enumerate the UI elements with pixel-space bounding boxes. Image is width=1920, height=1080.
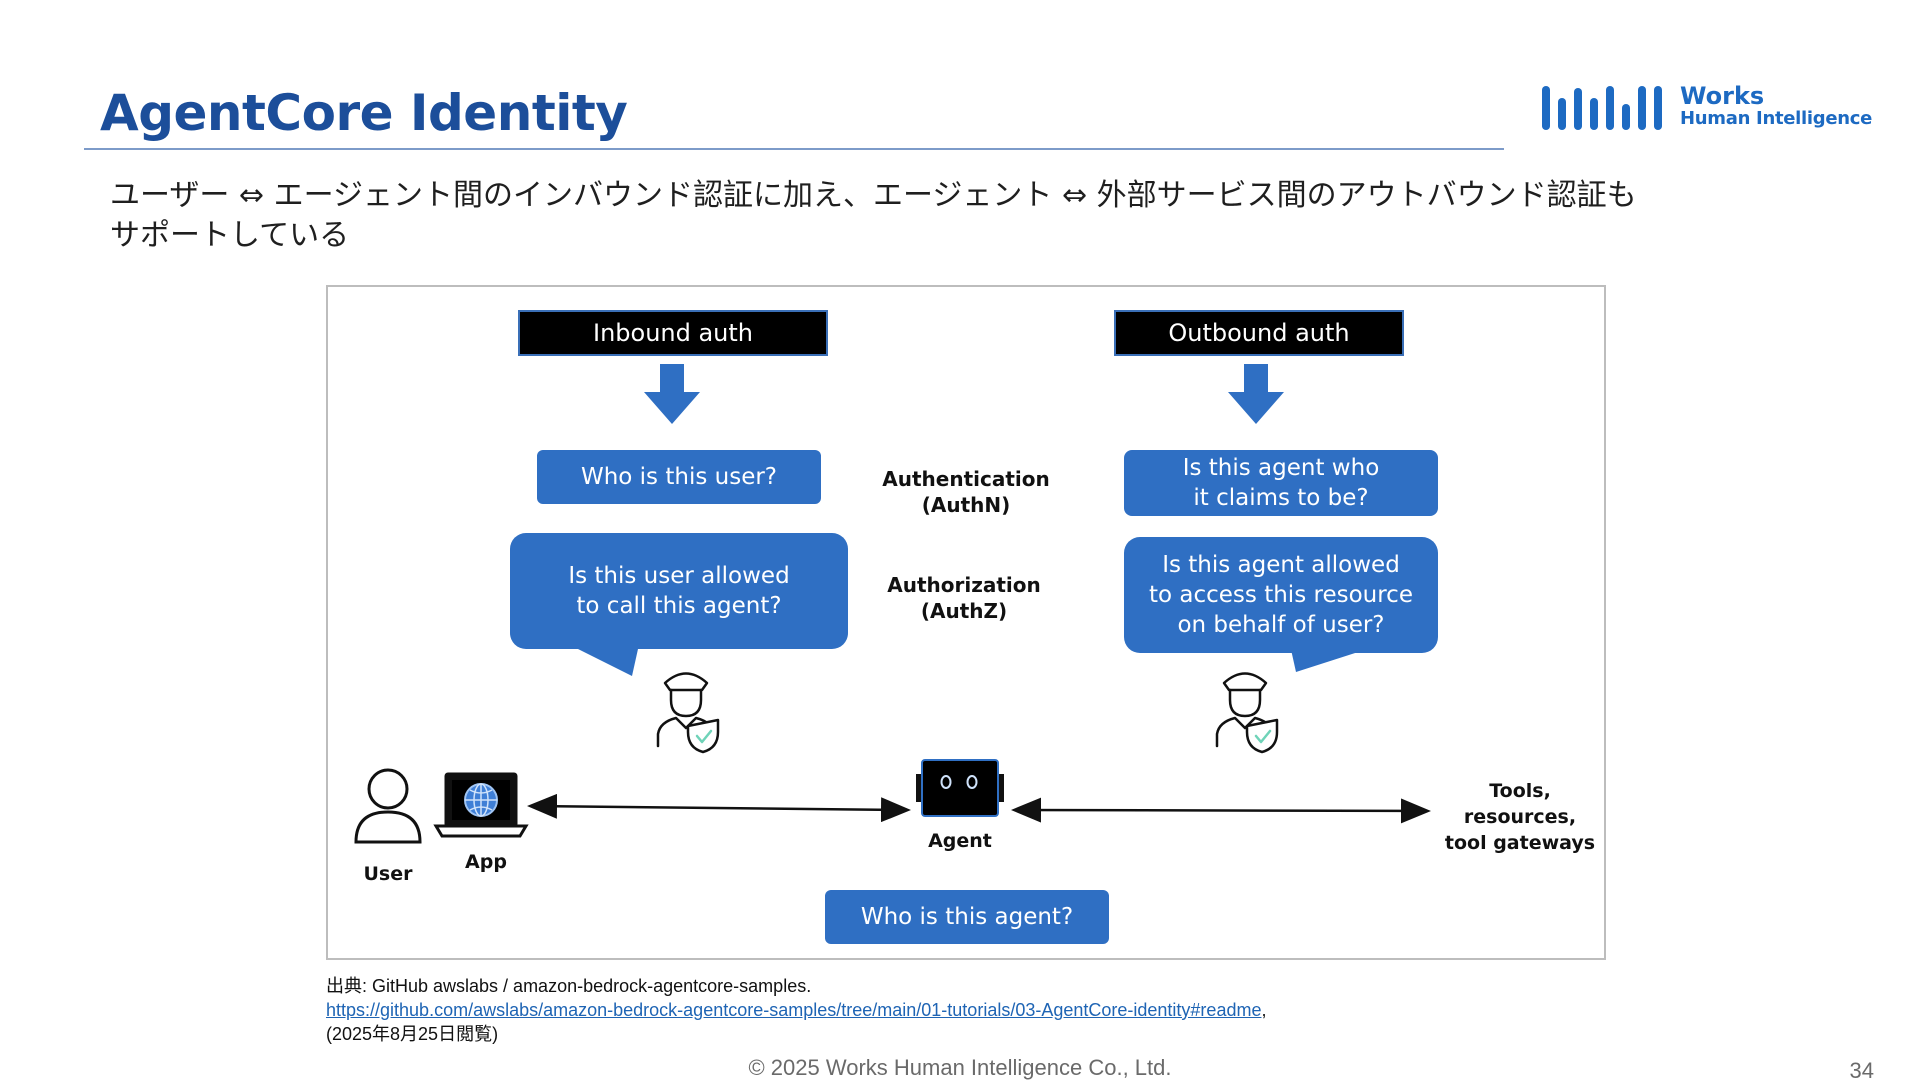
agent-claims-box: Is this agent who it claims to be?: [1124, 450, 1438, 516]
agent-allowed-box: Is this agent allowed to access this res…: [1124, 537, 1438, 653]
authn-line1: Authentication: [882, 467, 1050, 491]
source-line3: (2025年8月25日閲覧): [326, 1024, 499, 1044]
subtitle-line1: ユーザー ⇔ エージェント間のインバウンド認証に加え、エージェント ⇔ 外部サー…: [110, 178, 1637, 213]
user-label: User: [363, 863, 413, 885]
user-allowed-line2: to call this agent?: [576, 593, 782, 619]
page-number: 34: [1849, 1058, 1874, 1080]
slide-subtitle: ユーザー ⇔ エージェント間のインバウンド認証に加え、エージェント ⇔ 外部サー…: [110, 176, 1810, 256]
agent-claims-line1: Is this agent who: [1182, 455, 1380, 481]
who-is-user-text: Who is this user?: [580, 464, 778, 490]
user-allowed-line1: Is this user allowed: [568, 563, 790, 589]
authn-line2: (AuthN): [921, 493, 1011, 517]
title-divider: [84, 148, 1504, 150]
authn-label: Authentication (AuthN): [866, 466, 1066, 518]
subtitle-line2: サポートしている: [110, 218, 350, 253]
app-label: App: [465, 851, 507, 873]
works-logo-icon: [1542, 86, 1662, 130]
agent-label: Agent: [928, 830, 992, 852]
authz-line1: Authorization: [887, 573, 1041, 597]
tools-line2: resources,: [1463, 806, 1577, 828]
tools-label: Tools, resources, tool gateways: [1430, 778, 1610, 856]
who-is-user-box: Who is this user?: [537, 450, 821, 504]
agent-allowed-line3: on behalf of user?: [1177, 612, 1385, 638]
who-is-agent-box: Who is this agent?: [825, 890, 1109, 944]
user-allowed-box: Is this user allowed to call this agent?: [510, 533, 848, 649]
source-citation: 出典: GitHub awslabs / amazon-bedrock-agen…: [326, 974, 1266, 1046]
slide-title: AgentCore Identity: [100, 84, 628, 142]
source-link[interactable]: https://github.com/awslabs/amazon-bedroc…: [326, 1000, 1262, 1020]
agent-allowed-line2: to access this resource: [1149, 582, 1413, 608]
source-line1: 出典: GitHub awslabs / amazon-bedrock-agen…: [326, 976, 812, 996]
agent-allowed-line1: Is this agent allowed: [1162, 552, 1400, 578]
logo-line1: Works: [1680, 82, 1765, 110]
tools-line3: tool gateways: [1444, 832, 1596, 854]
logo-line2: Human Intelligence: [1680, 108, 1873, 129]
who-is-agent-text: Who is this agent?: [860, 904, 1074, 930]
agent-claims-line2: it claims to be?: [1193, 485, 1369, 511]
tools-line1: Tools,: [1489, 780, 1551, 802]
source-link-suffix: ,: [1261, 1000, 1267, 1020]
outbound-auth-label: Outbound auth: [1114, 310, 1404, 356]
inbound-auth-label: Inbound auth: [518, 310, 828, 356]
logo-text: Works Human Intelligence: [1680, 84, 1872, 128]
source-link-row: https://github.com/awslabs/amazon-bedroc…: [326, 998, 1266, 1022]
copyright-footer: © 2025 Works Human Intelligence Co., Ltd…: [748, 1055, 1172, 1080]
authz-line2: (AuthZ): [920, 599, 1008, 623]
authz-label: Authorization (AuthZ): [864, 572, 1064, 624]
